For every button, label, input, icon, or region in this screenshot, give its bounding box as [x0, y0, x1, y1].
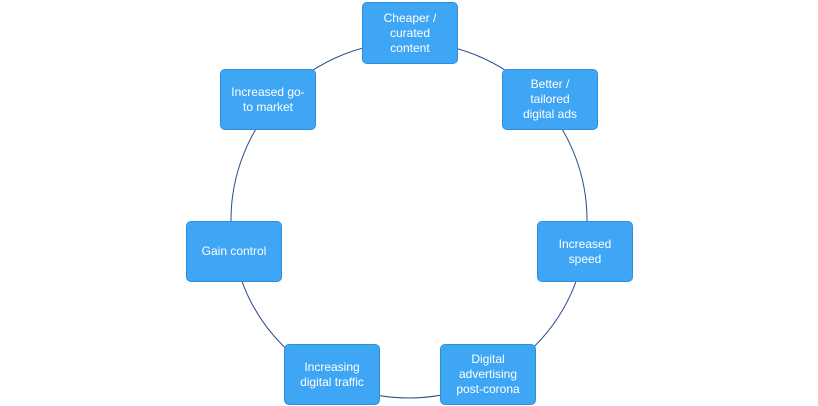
node-digital-advertising-post-corona: Digital advertising post-corona: [440, 344, 536, 405]
node-increased-speed: Increased speed: [537, 221, 633, 282]
node-increased-go-to-market: Increased go- to market: [220, 69, 316, 130]
node-gain-control: Gain control: [186, 221, 282, 282]
node-cheaper-curated-content: Cheaper / curated content: [362, 2, 458, 64]
node-better-tailored-digital-ads: Better / tailored digital ads: [502, 69, 598, 130]
node-increasing-digital-traffic: Increasing digital traffic: [284, 344, 380, 405]
